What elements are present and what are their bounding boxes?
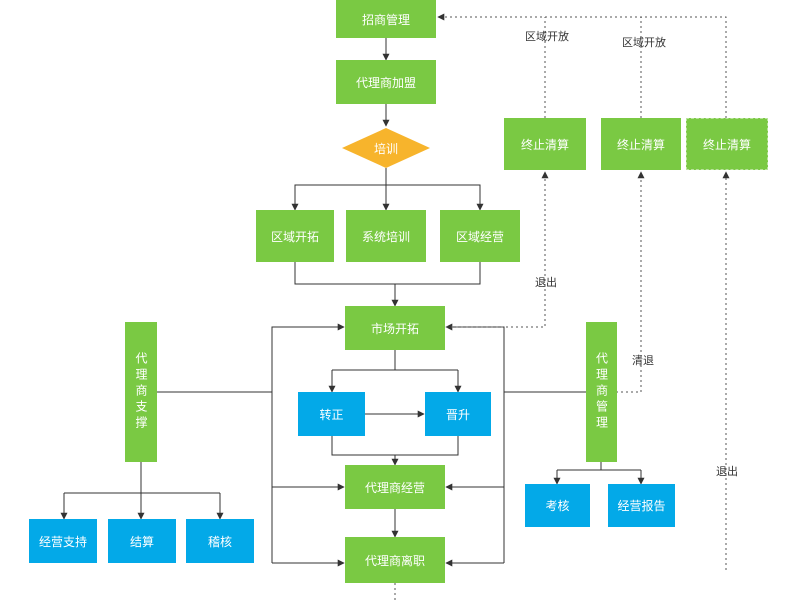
node-training-label: 培训 xyxy=(373,141,398,156)
node-assessment: 考核 xyxy=(525,484,590,527)
node-agent-mgmt: 代理商管理 xyxy=(586,322,617,462)
node-system-training: 系统培训 xyxy=(346,210,426,262)
node-ops-report: 经营报告 xyxy=(608,484,675,527)
node-agent-ops: 代理商经营 xyxy=(345,465,445,509)
node-promotion: 晋升 xyxy=(425,392,491,436)
training-diamond xyxy=(342,128,430,168)
node-recruit: 招商管理 xyxy=(336,0,436,38)
node-agent-leave: 代理商离职 xyxy=(345,537,445,583)
node-agent-support: 代理商支撑 xyxy=(125,322,157,462)
node-terminate-2: 终止清算 xyxy=(601,118,681,170)
edge-label-clear-exit: 清退 xyxy=(632,354,654,367)
node-region-ops: 区域经营 xyxy=(440,210,520,262)
node-region-open: 区域开拓 xyxy=(256,210,334,262)
edge-label-exit-1: 退出 xyxy=(535,276,557,289)
edge-label-exit-2: 退出 xyxy=(716,465,738,478)
node-regularize: 转正 xyxy=(298,392,365,436)
node-terminate-3: 终止清算 xyxy=(686,118,768,170)
edge-label-region-open-1: 区域开放 xyxy=(525,30,569,43)
node-join: 代理商加盟 xyxy=(336,60,436,104)
node-settlement: 结算 xyxy=(108,519,176,563)
node-ops-support: 经营支持 xyxy=(29,519,97,563)
node-audit: 稽核 xyxy=(186,519,254,563)
node-market-dev: 市场开拓 xyxy=(345,306,445,350)
edge-label-region-open-2: 区域开放 xyxy=(622,36,666,49)
node-terminate-1: 终止清算 xyxy=(504,118,586,170)
